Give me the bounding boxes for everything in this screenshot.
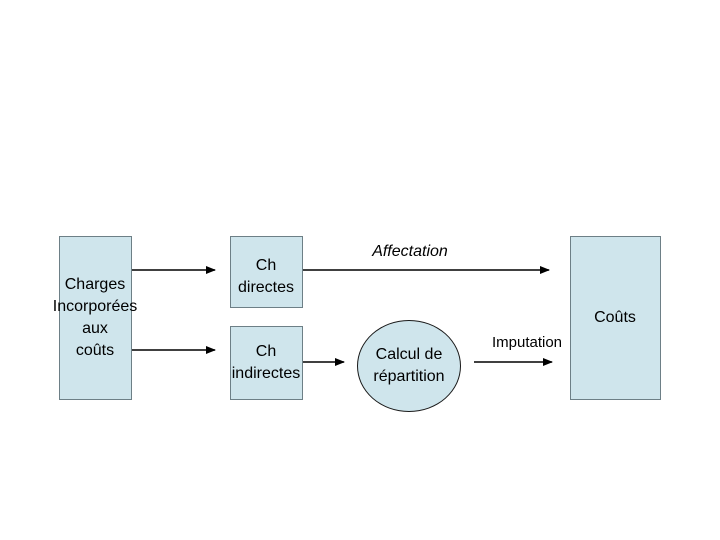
calcul-repartition-ellipse [357, 320, 461, 412]
charges-indirectes-label: Ch indirectes [231, 343, 301, 382]
charges-directes-box [230, 236, 303, 308]
couts-box [570, 236, 661, 400]
charges-indirectes-box [230, 326, 303, 400]
calcul-repartition-label: Calcul de répartition [373, 346, 445, 385]
imputation-label: Imputation [491, 334, 563, 351]
charges-directes-label: Ch directes [237, 257, 295, 296]
couts-label: Coûts [594, 309, 636, 326]
charges-incorporees-box [59, 236, 132, 400]
affectation-label: Affectation [372, 243, 448, 260]
charges-incorporees-label: Charges Incorporées aux coûts [52, 276, 138, 359]
